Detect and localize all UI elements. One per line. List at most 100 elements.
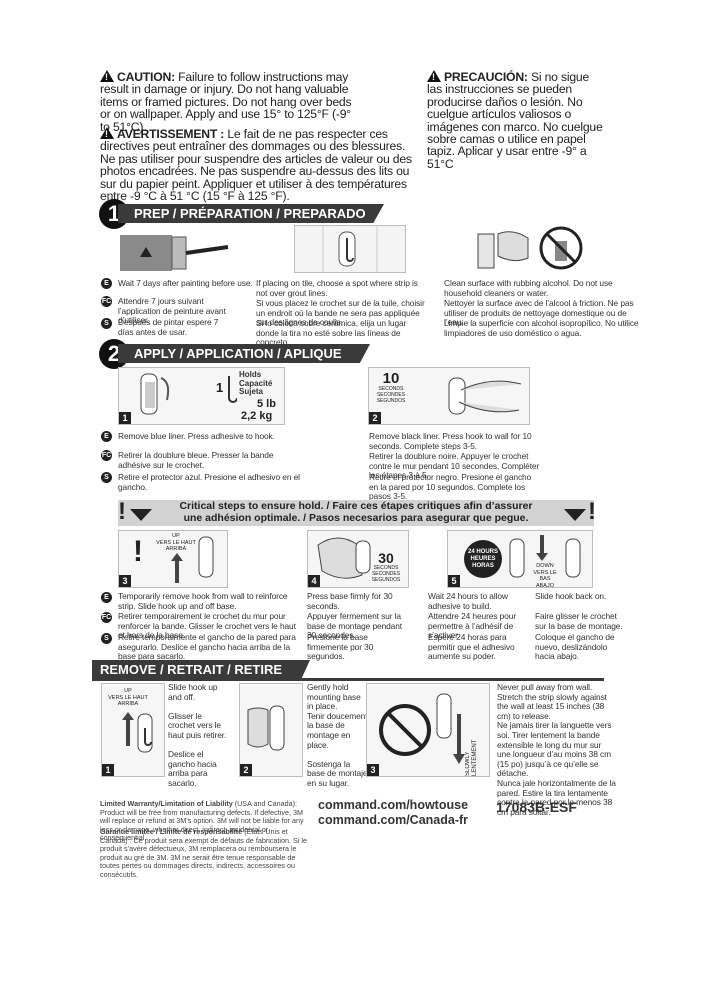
s1-col1-e: Wait 7 days after painting before use. bbox=[118, 278, 253, 288]
step-2-badge: 2 bbox=[369, 412, 381, 424]
holds-labels: Holds Capacité Sujeta bbox=[239, 370, 273, 397]
step-3-panel: 3 ! UP VERS LE HAUT ARRIBA bbox=[118, 530, 228, 588]
s2-step1-e: Remove blue liner. Press adhesive to hoo… bbox=[118, 431, 275, 441]
lang-badge-e: E bbox=[101, 278, 112, 289]
caution-fr: AVERTISSEMENT : Le fait de ne pas respec… bbox=[100, 127, 412, 202]
holds-count: 1 bbox=[216, 380, 224, 395]
canada-link[interactable]: command.com/Canada-fr bbox=[318, 813, 469, 827]
down-arrow-right-icon bbox=[564, 508, 586, 526]
holds-kg: 2,2 kg bbox=[241, 410, 273, 422]
24-hours-badge: 24 HOURS HEURES HORAS bbox=[464, 540, 502, 578]
down-arrow-left-icon bbox=[130, 508, 152, 526]
s5b-s: Coloque el gancho de nuevo, deslizándolo… bbox=[535, 632, 615, 662]
section-1-title: PREP / PRÉPARATION / PREPARADO bbox=[118, 204, 384, 223]
s4-s: Presione la base firmemente por 30 segun… bbox=[307, 632, 374, 662]
up-label-fr: VERS LE HAUT bbox=[156, 539, 196, 546]
timer-10: 10 SECONDS SECONDES SEGUNDOS bbox=[375, 371, 407, 404]
holds-label-fr: Capacité bbox=[239, 378, 273, 388]
warning-icon bbox=[427, 70, 441, 83]
slowly-label: SLOWLY LENTEMENT bbox=[465, 722, 479, 776]
lang-badge-e: E bbox=[101, 592, 112, 603]
step-1-panel: 1 1 Holds Capacité Sujeta 5 lb 2,2 kg bbox=[118, 367, 285, 425]
s2-step1-s: Retire el protector azul. Presione el ad… bbox=[118, 472, 300, 492]
slowly-fr: LENTEMENT bbox=[472, 739, 478, 776]
warning-icon bbox=[100, 127, 114, 140]
s5b-e: Slide hook back on. bbox=[535, 591, 607, 601]
step-2-panel: 2 10 SECONDS SECONDES SEGUNDOS bbox=[368, 367, 530, 425]
s4-e: Press base firmly for 30 seconds. bbox=[307, 591, 393, 611]
remove-up-label: UP VERS LE HAUT ARRIBA bbox=[104, 688, 152, 708]
holds-label-es: Sujeta bbox=[239, 387, 264, 396]
timer-30-es: SEGUNDOS bbox=[371, 577, 401, 583]
step-1-badge: 1 bbox=[119, 412, 131, 424]
s2-step2-fc: Retirer la doublure noire. Appuyer le cr… bbox=[369, 451, 540, 481]
timer-30-number: 30 bbox=[378, 550, 394, 566]
remove-1-badge: 1 bbox=[102, 764, 114, 776]
s2-step2-s: Retire el protector negro. Presione el g… bbox=[369, 472, 532, 502]
lang-badge-s: S bbox=[101, 318, 112, 329]
up-label: UP VERS LE HAUT ARRIBA bbox=[153, 533, 199, 553]
holds-label-en: Holds bbox=[239, 370, 262, 379]
holds-lb: 5 lb bbox=[257, 398, 276, 410]
lang-badge-fc: FC bbox=[101, 296, 112, 307]
s1-col3-fc: Nettoyer la surface avec de l’alcool à f… bbox=[444, 298, 634, 328]
tile-illustration bbox=[294, 225, 406, 273]
s5a-fc: Attendre 24 heures pour permettre à l’ad… bbox=[428, 611, 517, 641]
s3-fc: Retirer temporairement le crochet du mur… bbox=[118, 611, 296, 641]
remove-3-panel: 3 SLOWLY LENTEMENT bbox=[366, 683, 490, 777]
remove-3-text: Never pull away from wall. Stretch the s… bbox=[497, 682, 616, 817]
s3-e: Temporarily remove hook from wall to rei… bbox=[118, 591, 288, 611]
s5b-fc: Faire glisser le crochet sur la base de … bbox=[535, 611, 623, 631]
step-4-panel: 4 30 SECONDS SECONDES SEGUNDOS bbox=[307, 530, 409, 588]
howtouse-link[interactable]: command.com/howtouse bbox=[318, 798, 469, 812]
paint-roller-illustration bbox=[118, 229, 230, 273]
s2-step2-e: Remove black liner. Press hook to wall f… bbox=[369, 431, 532, 451]
s1-col1-s: Después de pintar espere 7 días antes de… bbox=[118, 317, 219, 337]
lang-badge-s: S bbox=[101, 633, 112, 644]
24-hours-fr: HEURES bbox=[470, 556, 496, 562]
critical-text-line2: une adhésion optimale. / Pasos necesario… bbox=[183, 511, 529, 524]
s5a-s: Espere 24 horas para permitir que el adh… bbox=[428, 632, 515, 662]
s5a-e: Wait 24 hours to allow adhesive to build… bbox=[428, 591, 508, 611]
clean-surface-illustration bbox=[474, 224, 536, 272]
remove-3-badge: 3 bbox=[367, 764, 379, 776]
step-5-badge: 5 bbox=[448, 575, 460, 587]
warning-icon bbox=[100, 70, 114, 83]
s1-col2-fc: Si vous placez le crochet sur de la tuil… bbox=[256, 298, 425, 328]
section-2-title: APPLY / APPLICATION / APLIQUE bbox=[118, 344, 370, 363]
remove-2-badge: 2 bbox=[240, 764, 252, 776]
critical-banner: Critical steps to ensure hold. / Faire c… bbox=[118, 500, 594, 526]
remove-2-text: Gently hold mounting base in place. Teni… bbox=[307, 682, 368, 788]
exclamation-icon: ! bbox=[588, 498, 596, 525]
s3-s: Retire temporalmente el gancho de la par… bbox=[118, 632, 296, 662]
timer-30-fr: SECONDES bbox=[371, 571, 401, 577]
lang-badge-e: E bbox=[101, 431, 112, 442]
warranty-en: Limited Warranty/Limitation of Liability… bbox=[100, 799, 304, 843]
down-label-es: ABAJO bbox=[535, 582, 555, 589]
critical-text-line1: Critical steps to ensure hold. / Faire c… bbox=[179, 500, 533, 512]
hook-icon bbox=[221, 374, 238, 410]
24-hours-es: HORAS bbox=[472, 563, 494, 569]
s1-col3-e: Clean surface with rubbing alcohol. Do n… bbox=[444, 278, 613, 298]
lang-badge-fc: FC bbox=[101, 450, 112, 461]
no-spray-icon bbox=[538, 225, 584, 271]
step-3-badge: 3 bbox=[119, 575, 131, 587]
s4-fc: Appuyer fermement sur la base de montage… bbox=[307, 611, 403, 641]
remove-2-panel: 2 bbox=[239, 683, 303, 777]
s1-col2-s: Si lo coloca sobre cerámica, elija un lu… bbox=[256, 318, 407, 348]
down-label: DOWN VERS LE BAS ABAJO bbox=[528, 563, 562, 589]
exclamation-icon: ! bbox=[118, 498, 126, 525]
timer-10-en: SECONDS bbox=[378, 386, 404, 392]
step-5-panel: 5 24 HOURS HEURES HORAS DOWN VERS LE BAS… bbox=[447, 530, 593, 589]
caution-en: CAUTION: Failure to follow instructions … bbox=[100, 70, 362, 133]
exclamation-icon: ! bbox=[133, 535, 143, 568]
s2-step1-fc: Retirer la doublure bleue. Presser la ba… bbox=[118, 450, 274, 470]
product-code: 17083B-ESF bbox=[496, 799, 577, 815]
critical-text: Critical steps to ensure hold. / Faire c… bbox=[118, 500, 594, 524]
up-label-en: UP bbox=[172, 533, 180, 539]
remove-up-fr: VERS LE HAUT bbox=[108, 694, 148, 701]
timer-30: 30 SECONDS SECONDES SEGUNDOS bbox=[368, 551, 404, 583]
timer-10-number: 10 bbox=[382, 370, 400, 387]
s1-col1-fc: Attendre 7 jours suivant l’application d… bbox=[118, 296, 226, 326]
slowly-en: SLOWLY bbox=[465, 751, 471, 776]
